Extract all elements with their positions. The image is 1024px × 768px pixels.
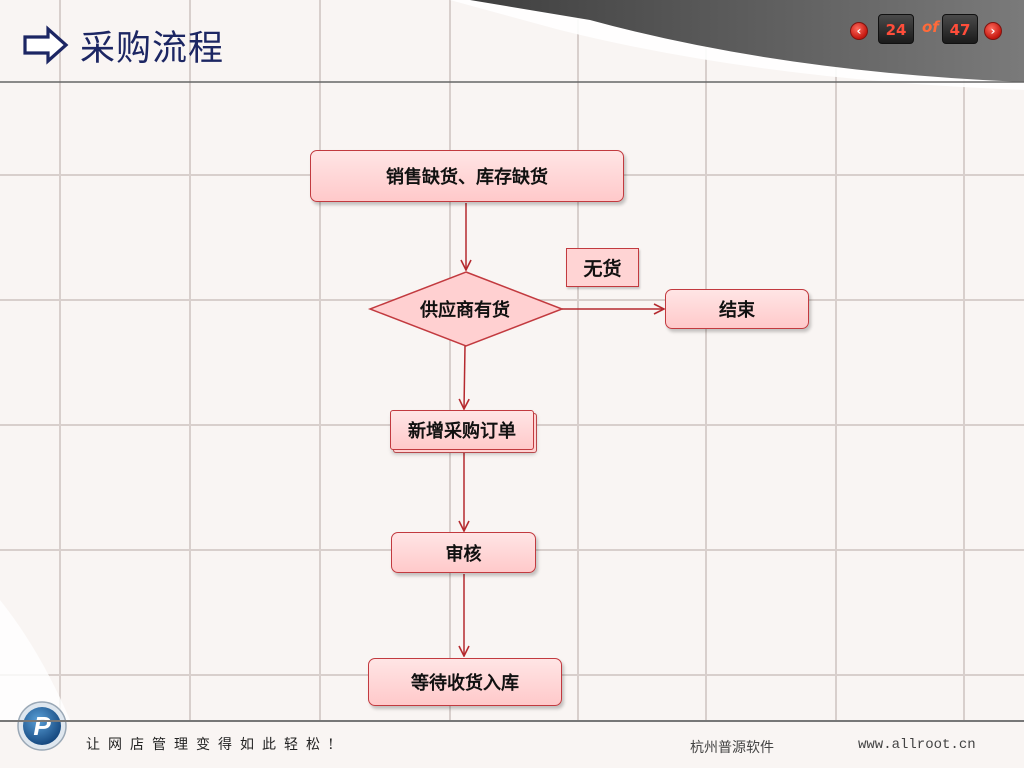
edge-label-no-stock: 无货 <box>566 248 639 287</box>
node-wait-for-receiving[interactable]: 等待收货入库 <box>368 658 562 706</box>
company-logo: P <box>17 701 67 751</box>
footer-company: 杭州普源软件 <box>690 740 774 756</box>
node-new-purchase-order[interactable]: 新增采购订单 <box>390 410 534 450</box>
slide-header: 采购流程 <box>22 22 225 69</box>
node-review[interactable]: 审核 <box>391 532 536 573</box>
node-end[interactable]: 结束 <box>665 289 809 329</box>
logo-letter: P <box>33 711 51 741</box>
decision-diamond-shape <box>367 271 565 347</box>
node-supplier-has-stock[interactable]: 供应商有货 <box>420 300 510 321</box>
node-shortage[interactable]: 销售缺货、库存缺货 <box>310 150 624 202</box>
slide-pager: ‹ 24 of 47 › <box>850 14 1010 46</box>
next-slide-button[interactable]: › <box>984 22 1002 40</box>
total-page-number: 47 <box>942 14 978 44</box>
footer-website[interactable]: www.allroot.cn <box>858 737 976 753</box>
right-arrow-icon <box>23 25 69 65</box>
current-page-number: 24 <box>878 14 914 44</box>
edge-decision-to-order <box>464 345 465 409</box>
page-title: 采购流程 <box>80 28 225 69</box>
footer-slogan: 让网店管理变得如此轻松! <box>86 737 342 753</box>
footer-divider <box>0 720 1024 722</box>
prev-slide-button[interactable]: ‹ <box>850 22 868 40</box>
page-separator: of <box>922 18 939 36</box>
